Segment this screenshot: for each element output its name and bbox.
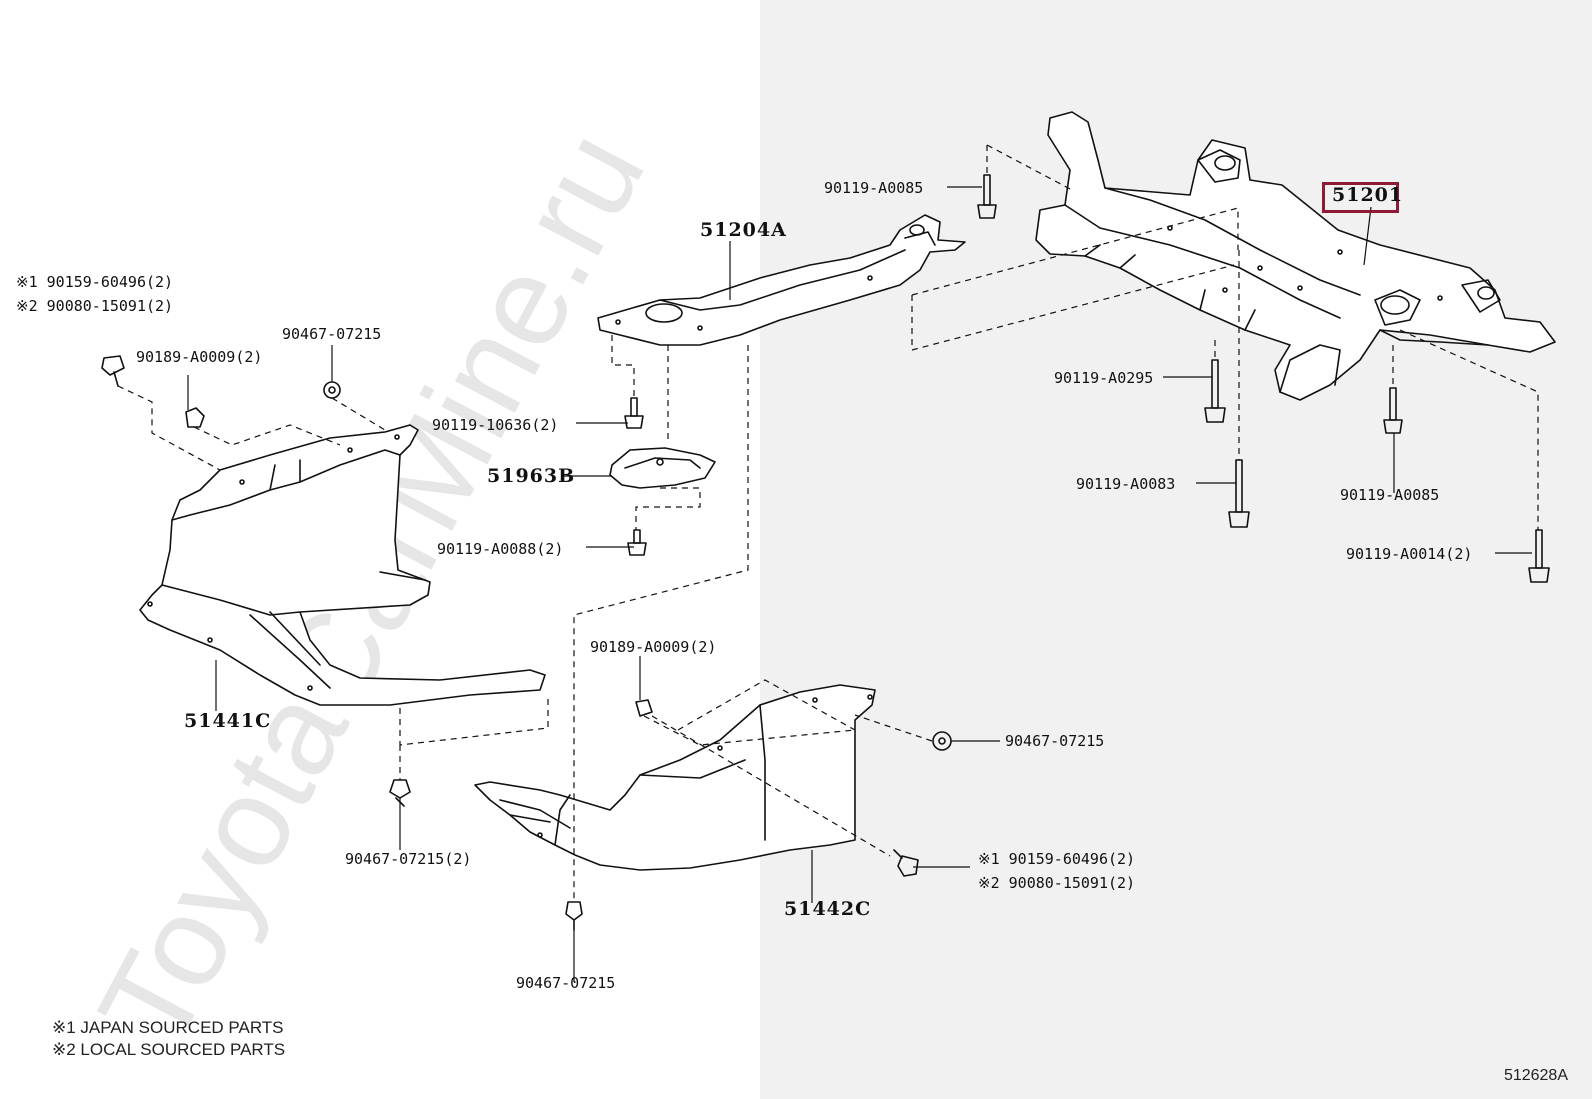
assembly-lines	[117, 144, 1539, 900]
bolt-icons	[101, 174, 1550, 931]
right-cover-part[interactable]	[474, 684, 876, 871]
fastener-label[interactable]: 90119-A0295	[1054, 369, 1154, 387]
fastener-label[interactable]: 90119-A0085	[1340, 486, 1440, 504]
fastener-label[interactable]: 90467-07215(2)	[345, 850, 472, 868]
highlight-box	[1322, 182, 1399, 213]
fastener-label[interactable]: 90189-A0009(2)	[590, 638, 717, 656]
part-label-51204a[interactable]: 51204A	[700, 219, 787, 241]
part-label-51963b[interactable]: 51963B	[487, 465, 576, 487]
fastener-label[interactable]: 90467-07215	[1005, 732, 1105, 750]
fastener-label[interactable]: ※1 90159-60496(2)	[978, 850, 1136, 868]
right-background-panel	[760, 0, 1592, 1099]
part-label-51201[interactable]: 51201	[1332, 184, 1404, 206]
fastener-label[interactable]: ※2 90080-15091(2)	[16, 297, 174, 315]
fastener-label[interactable]: 90119-A0014(2)	[1346, 545, 1473, 563]
fastener-label[interactable]: 90189-A0009(2)	[136, 348, 263, 366]
fastener-label[interactable]: 90467-07215	[516, 974, 616, 992]
fastener-label[interactable]: 90467-07215	[282, 325, 382, 343]
note-japan: ※1 JAPAN SOURCED PARTS	[52, 1018, 284, 1037]
fastener-label[interactable]: ※1 90159-60496(2)	[16, 273, 174, 291]
brace-part[interactable]	[597, 214, 966, 346]
part-label-51441c[interactable]: 51441C	[184, 710, 272, 732]
figure-code: 512628A	[1503, 1067, 1568, 1084]
fastener-label[interactable]: 90119-10636(2)	[432, 416, 559, 434]
fastener-label[interactable]: 90119-A0088(2)	[437, 540, 564, 558]
crossmember-part[interactable]	[1035, 111, 1556, 401]
leader-lines	[187, 186, 1532, 982]
fastener-label[interactable]: 90119-A0083	[1076, 475, 1176, 493]
left-cover-part[interactable]	[139, 424, 546, 706]
fastener-label[interactable]: ※2 90080-15091(2)	[978, 874, 1136, 892]
fastener-label[interactable]: 90119-A0085	[824, 179, 924, 197]
part-label-51442c[interactable]: 51442C	[784, 898, 872, 920]
bracket-part[interactable]	[609, 447, 716, 489]
note-local: ※2 LOCAL SOURCED PARTS	[52, 1040, 286, 1059]
